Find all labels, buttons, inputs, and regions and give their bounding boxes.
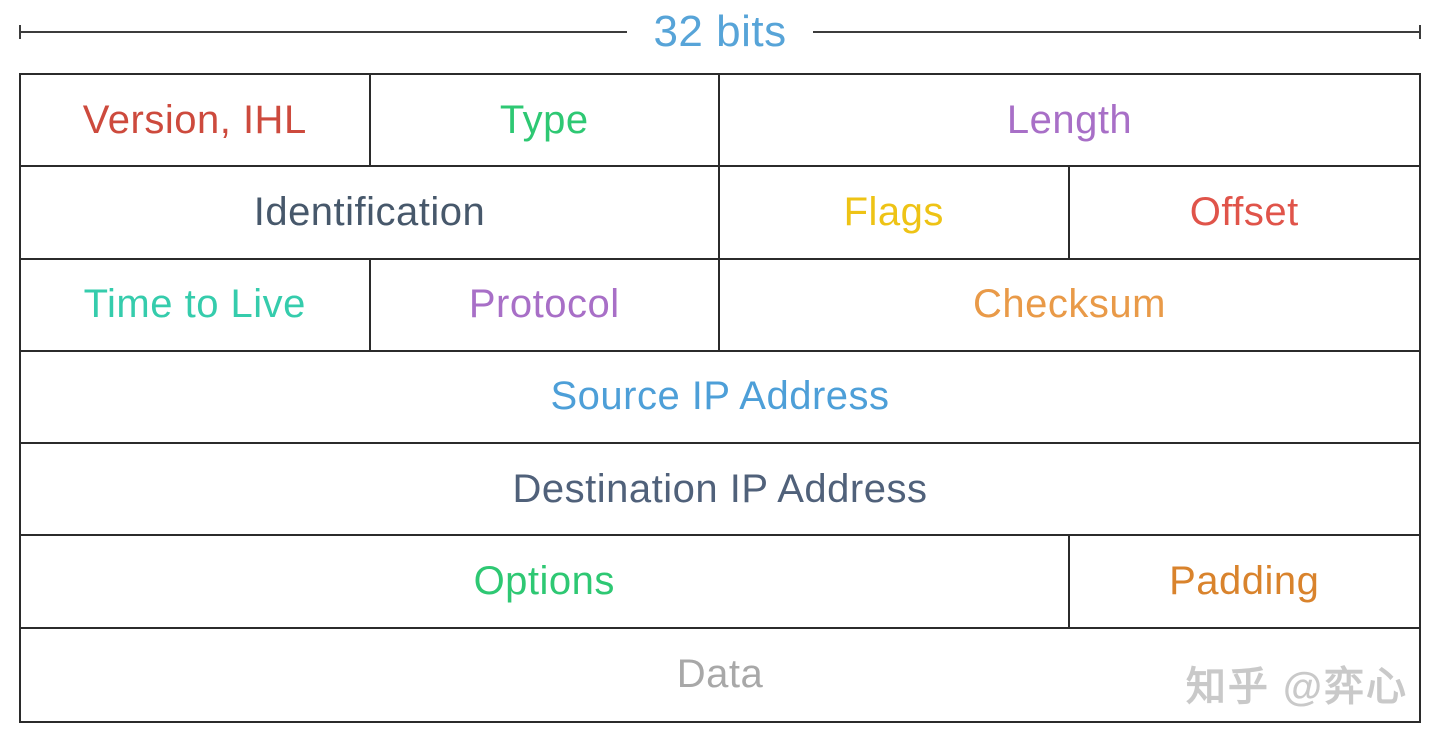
field-protocol: Protocol — [370, 259, 720, 352]
field-destination-ip-address: Destination IP Address — [21, 444, 1419, 537]
field-checksum: Checksum — [720, 260, 1419, 352]
field-type: Type — [370, 75, 720, 168]
field-version-ihl: Version, IHL — [21, 75, 371, 168]
field-identification: Identification — [21, 167, 720, 260]
field-padding: Padding — [1069, 536, 1419, 629]
packet-header-table: Version, IHL Type Length Identification … — [19, 73, 1421, 723]
ruler-right-line — [812, 31, 1420, 33]
ruler-left-tick — [19, 25, 21, 39]
field-flags: Flags — [720, 167, 1070, 260]
ruler-right-tick — [1419, 25, 1422, 39]
watermark-zhihu: 知乎 @弈心 — [1185, 665, 1408, 709]
bits-ruler: 32 bits — [19, 0, 1422, 67]
field-time-to-live: Time to Live — [21, 259, 371, 352]
field-offset: Offset — [1069, 167, 1419, 260]
field-source-ip-address: Source IP Address — [21, 352, 1419, 445]
field-data: Data — [676, 652, 764, 697]
field-options: Options — [21, 536, 1070, 629]
ruler-left-line — [21, 31, 628, 33]
bits-ruler-label: 32 bits — [653, 7, 787, 56]
field-length: Length — [720, 75, 1419, 168]
